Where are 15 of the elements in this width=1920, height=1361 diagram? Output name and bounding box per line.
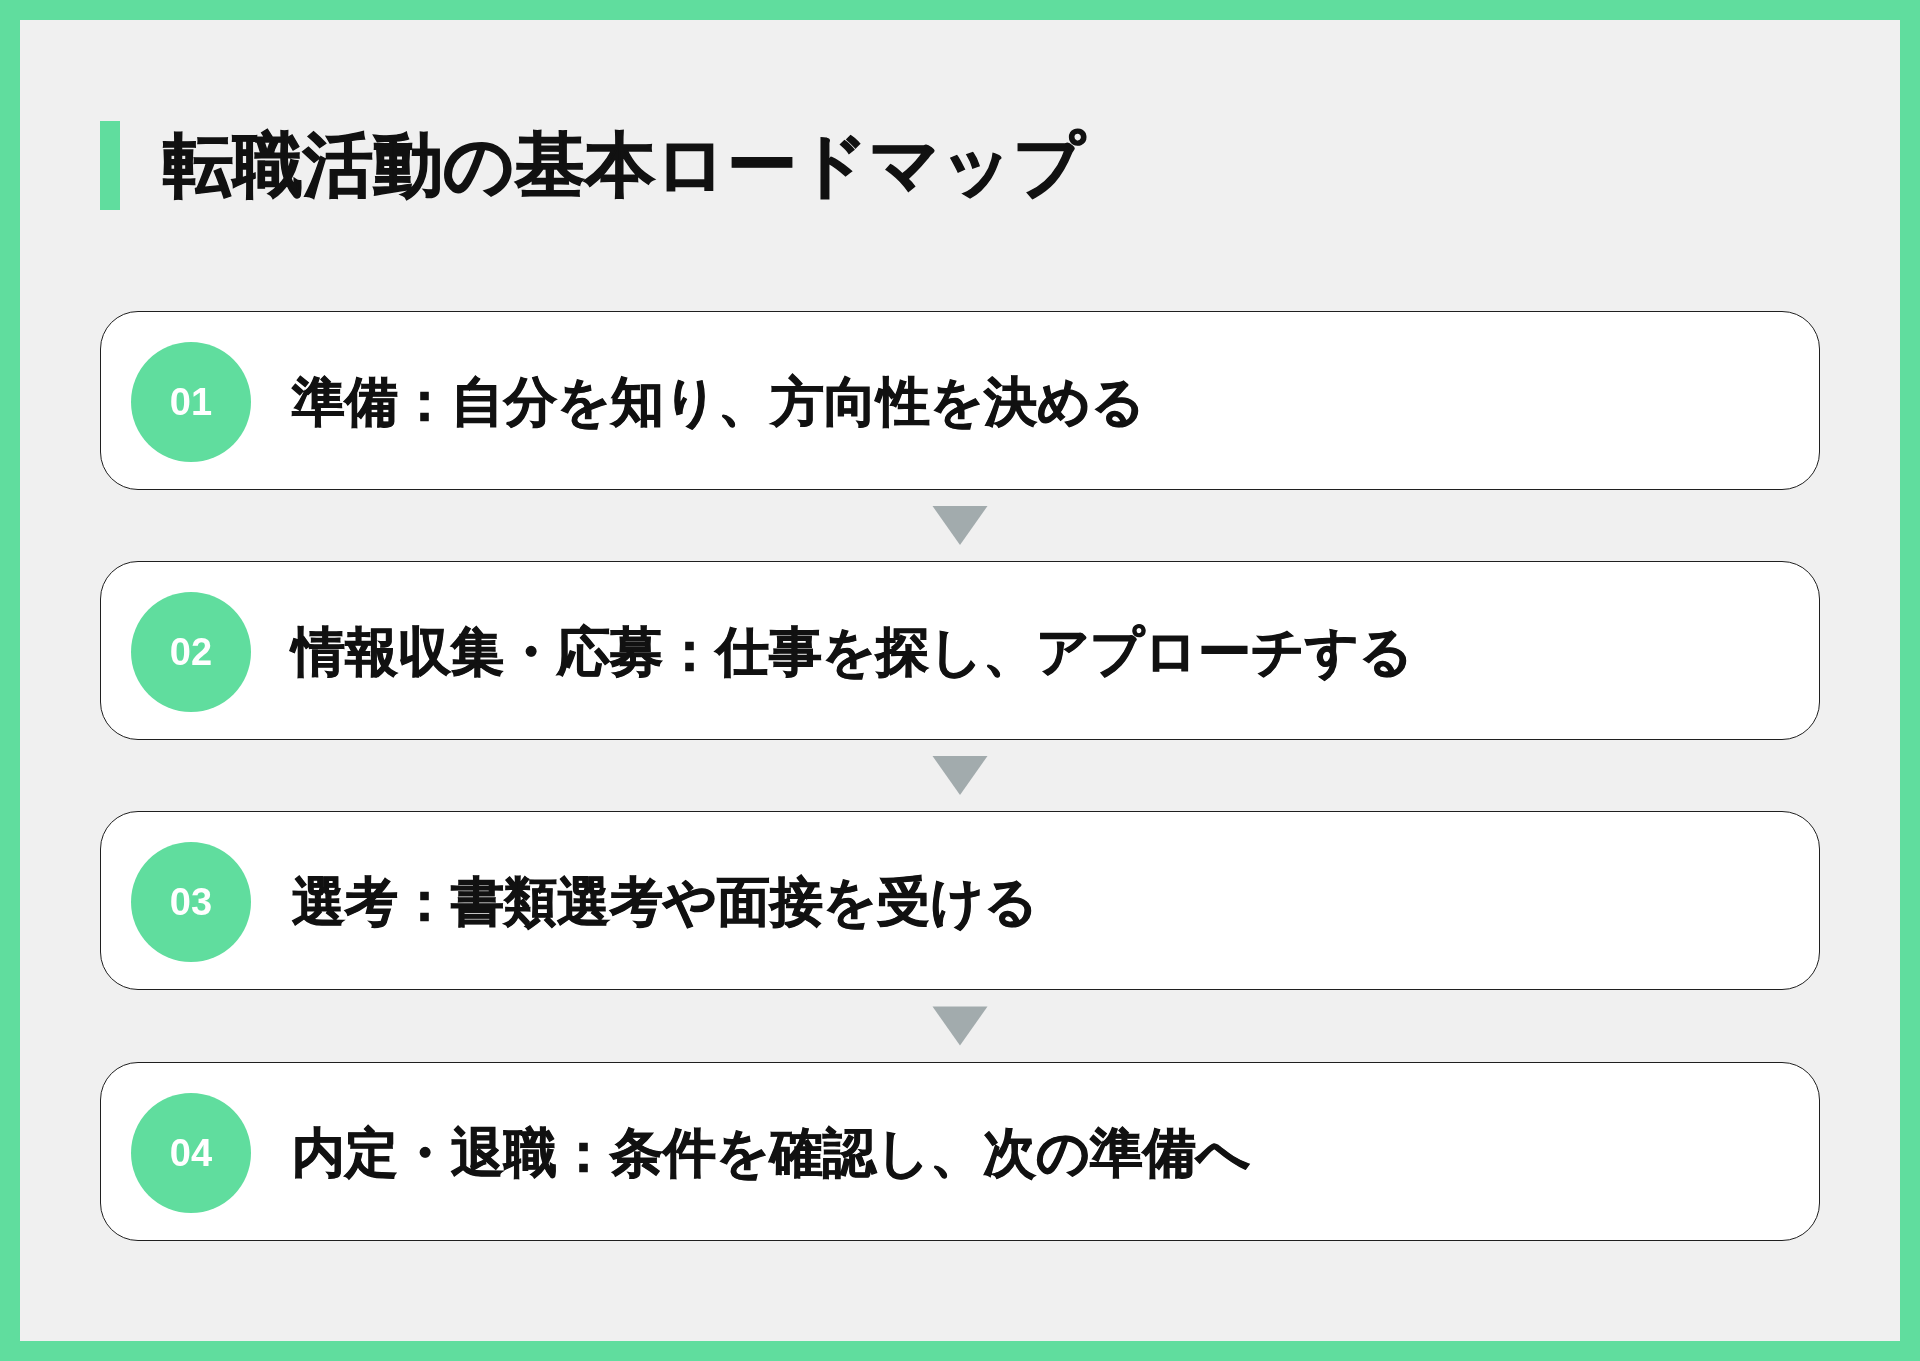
arrow — [932, 756, 988, 795]
title: 転職活動の基本ロードマップ — [163, 125, 1085, 206]
step-box — [100, 561, 1820, 740]
step-text: 準備：自分を知り、方向性を決める — [292, 370, 1145, 433]
number-circle: 02 — [131, 591, 251, 712]
step-text: 内定・退職：条件を確認し、次の準備へ — [292, 1121, 1250, 1184]
step-text: 選考：書類選考や面接を受ける — [292, 870, 1038, 933]
number-circle: 04 — [131, 1092, 251, 1213]
arrow — [932, 1006, 988, 1046]
number-circle: 03 — [131, 841, 251, 962]
step-box — [100, 811, 1820, 990]
arrow — [932, 506, 988, 545]
step-box — [100, 311, 1820, 490]
step-box — [100, 1062, 1820, 1241]
number-circle: 01 — [131, 341, 251, 462]
